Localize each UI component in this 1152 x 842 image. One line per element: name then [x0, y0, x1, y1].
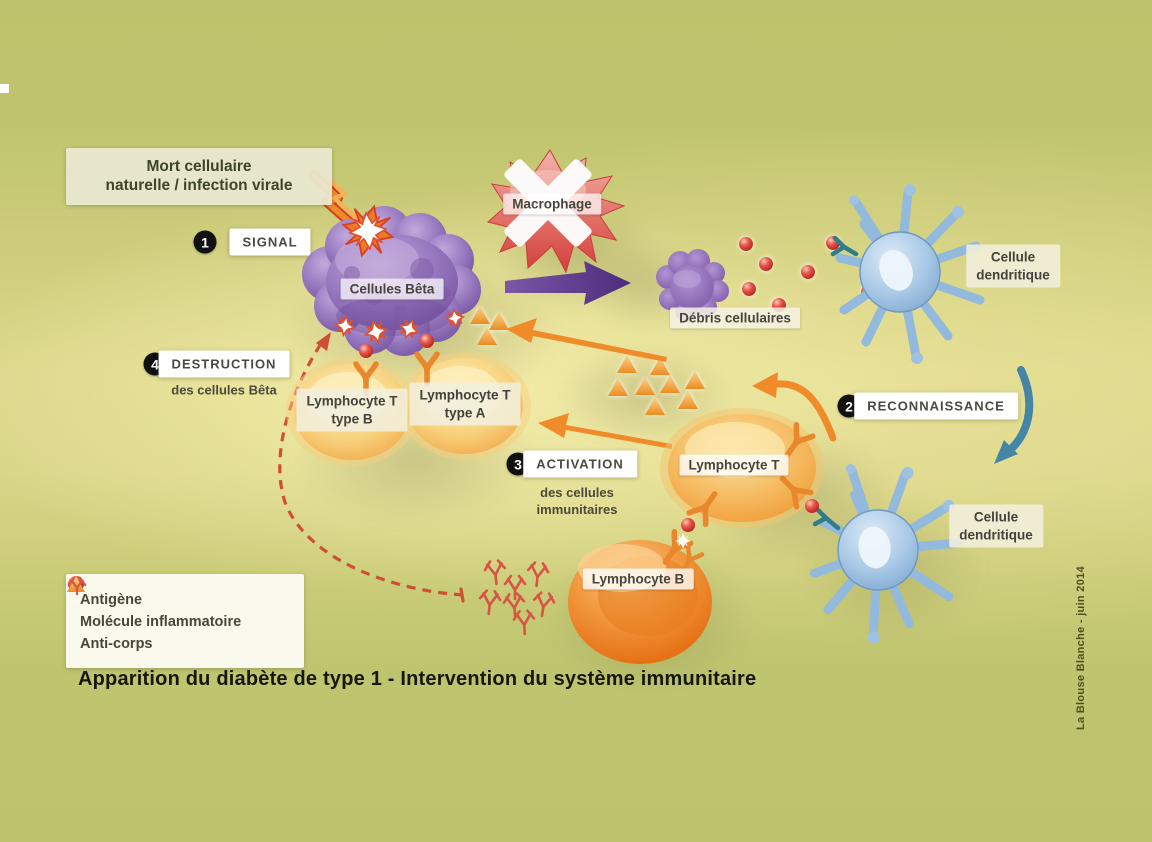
legend: Antigène Molécule inflammatoire Anti-cor…	[66, 574, 304, 668]
step-3-sublabel: des cellules immunitaires	[536, 485, 618, 517]
cause-callout-line2: naturelle / infection virale	[105, 177, 293, 195]
legend-item-inflammatory: Molécule inflammatoire	[67, 576, 292, 630]
macrophage-label: Macrophage	[503, 193, 601, 215]
phagocytosis-arrow	[505, 261, 631, 305]
beta-cells-label: Cellules Bêta	[340, 278, 444, 300]
activation-arrow	[538, 413, 672, 449]
page-edge-mark	[0, 84, 9, 93]
dendritic-cell-bottom-illustration	[798, 450, 977, 659]
step-4-sublabel: des cellules Bêta	[171, 382, 277, 398]
dendritic-cell-bottom-label: Cellule dendritique	[949, 504, 1043, 548]
step-1-label: SIGNAL	[229, 228, 311, 256]
dendritic-cell-top-label: Cellule dendritique	[966, 244, 1060, 288]
legend-label-antigen: Antigène	[80, 592, 143, 608]
signal-spread-arrow	[506, 318, 667, 362]
dendritic-bottom-line2: dendritique	[959, 527, 1033, 542]
step-4-label: DESTRUCTION	[158, 350, 290, 378]
cause-callout: Mort cellulaire naturelle / infection vi…	[66, 148, 332, 205]
antibody-icon	[67, 576, 87, 596]
inflammatory-molecule-icon	[67, 576, 85, 592]
recognition-arrow	[994, 366, 1034, 464]
lymphocyte-b-label: Lymphocyte B	[582, 568, 694, 590]
dendritic-bottom-line1: Cellule	[973, 509, 1019, 525]
beta-cells-illustration	[302, 206, 481, 356]
lta-line2: type A	[444, 405, 486, 420]
antibody-cluster	[477, 558, 557, 636]
dendritic-cell-top-illustration	[830, 184, 980, 364]
dendritic-receptor-icon	[812, 506, 841, 531]
dendritic-receptor-icon	[830, 235, 859, 257]
step-1-badge: 1	[193, 230, 217, 254]
antibody-feedback-dashed-arrow	[278, 332, 465, 603]
lta-line1: Lymphocyte T	[419, 387, 511, 403]
step-2-label: RECONNAISSANCE	[854, 392, 1018, 420]
legend-item-antigen: Antigène	[68, 576, 292, 608]
dendritic-top-line2: dendritique	[976, 267, 1050, 282]
credit-text: La Blouse Blanche - juin 2014	[1075, 566, 1087, 730]
lymphocyte-t-type-a-label: Lymphocyte T type A	[409, 382, 521, 426]
debris-label: Débris cellulaires	[670, 307, 800, 329]
lymphocyte-t-type-b-label: Lymphocyte T type B	[296, 388, 408, 432]
lymphocyte-t-label: Lymphocyte T	[679, 454, 789, 476]
step-3-label: ACTIVATION	[523, 450, 637, 478]
activation-curved-arrow	[752, 372, 837, 442]
legend-label-antibody: Anti-corps	[80, 636, 153, 652]
ltb-line2: type B	[331, 411, 373, 426]
cause-callout-line1: Mort cellulaire	[146, 158, 252, 175]
legend-item-antibody: Anti-corps	[67, 576, 292, 652]
diagram-title: Apparition du diabète de type 1 - Interv…	[78, 668, 757, 690]
legend-label-inflammatory: Molécule inflammatoire	[80, 614, 242, 630]
dendritic-top-line1: Cellule	[990, 249, 1036, 265]
ltb-line1: Lymphocyte T	[306, 393, 398, 409]
